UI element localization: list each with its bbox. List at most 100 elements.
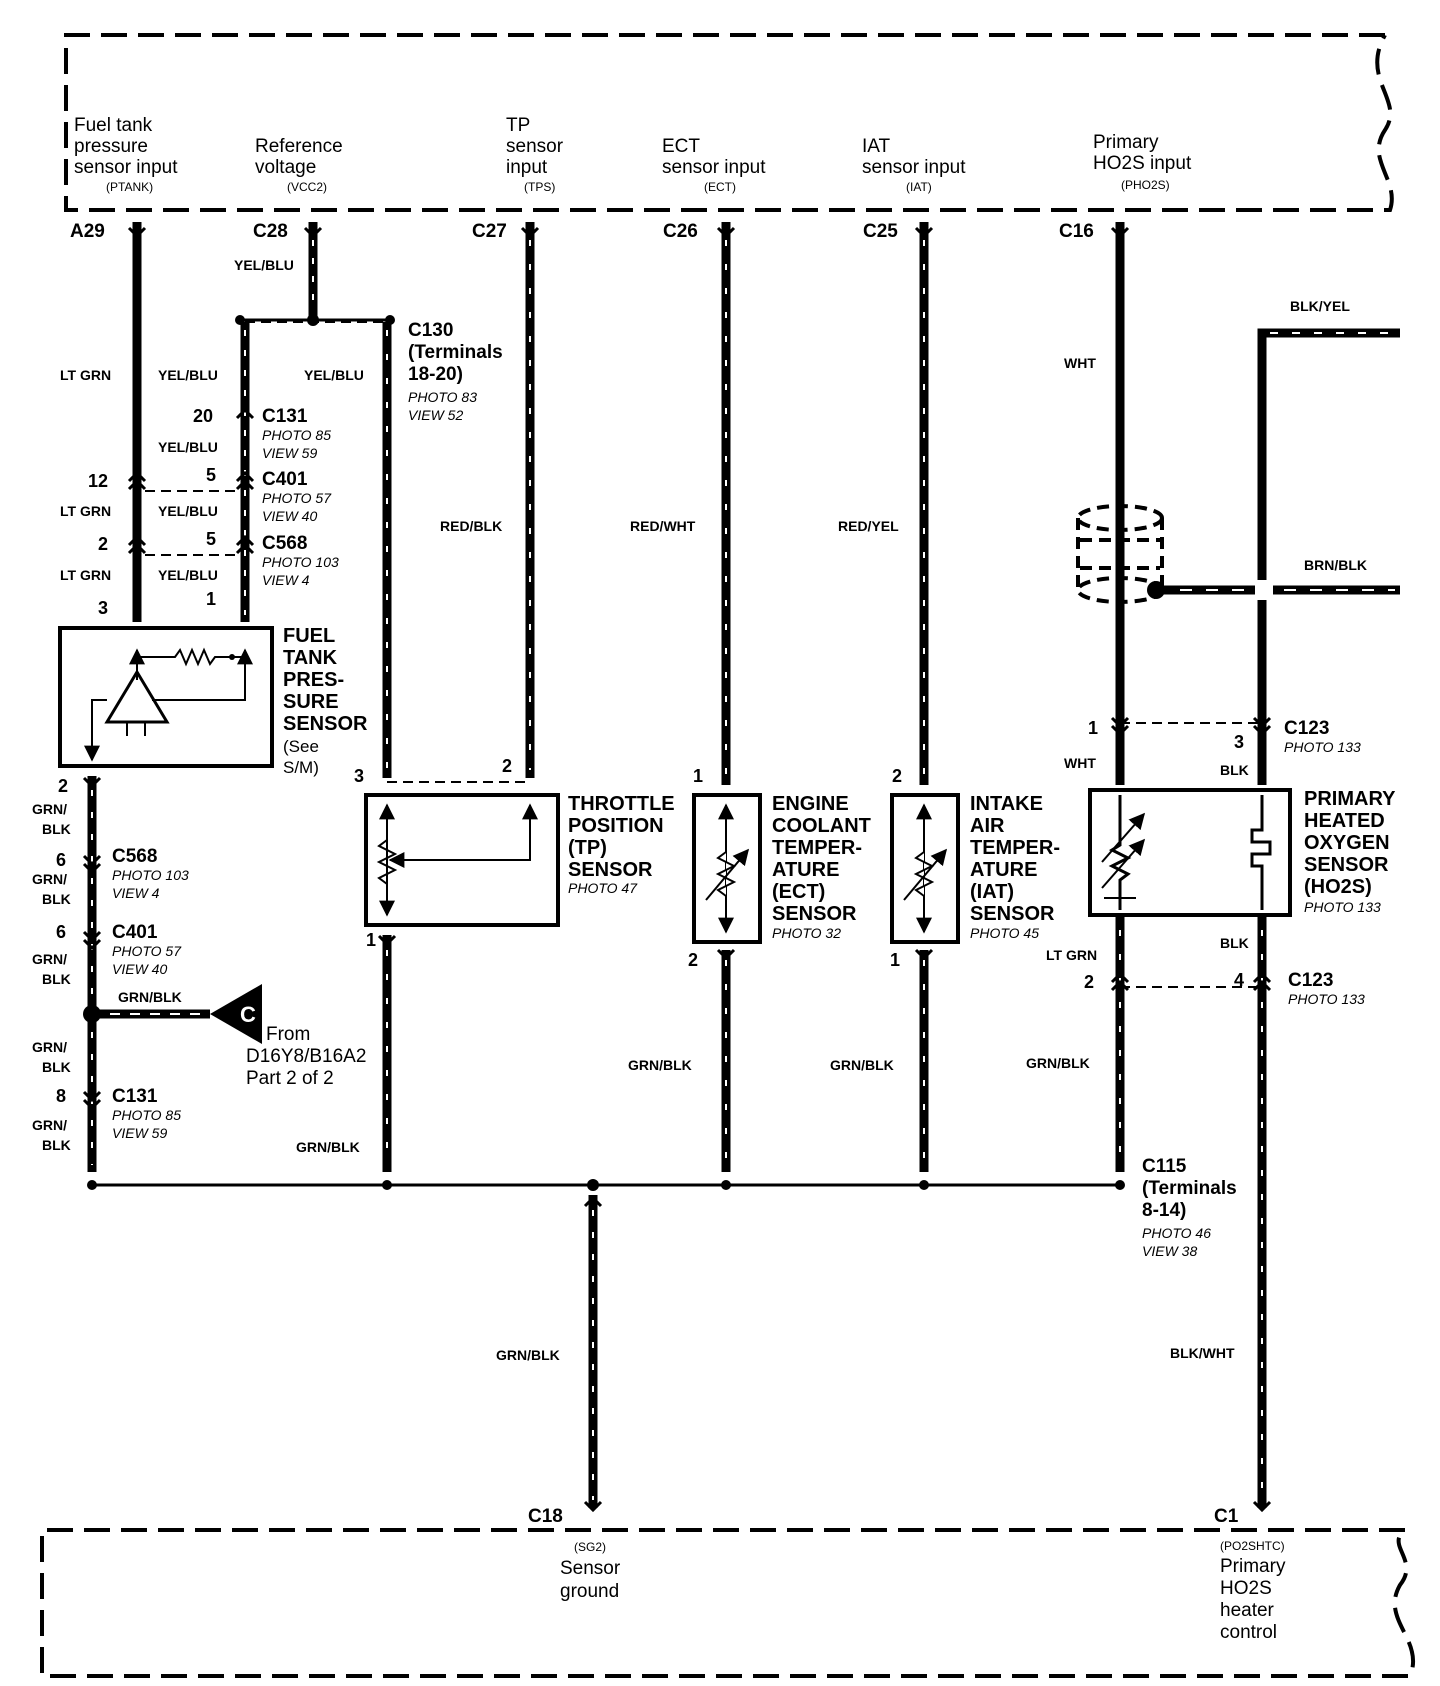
shielded-cable-icon (1076, 504, 1164, 604)
svg-text:TEMPER-: TEMPER- (970, 837, 1060, 859)
amplifier-icon (104, 669, 170, 724)
wire-color-labels: YEL/BLU LT GRN YEL/BLU YEL/BLU YEL/BLU L… (32, 257, 1367, 1363)
svg-text:C115: C115 (1142, 1156, 1187, 1177)
connector-chevrons (82, 226, 1272, 1513)
svg-text:3: 3 (1234, 732, 1244, 752)
pin-numbers: 20 5 5 1 12 2 3 2 6 6 8 3 2 1 1 2 2 1 1 … (56, 406, 1244, 1106)
svg-text:PHOTO 32: PHOTO 32 (772, 925, 841, 941)
svg-text:LT GRN: LT GRN (1046, 947, 1097, 963)
svg-text:PHOTO 85: PHOTO 85 (262, 427, 331, 443)
svg-text:12: 12 (88, 471, 108, 491)
svg-text:From: From (266, 1024, 310, 1045)
svg-text:FUEL: FUEL (283, 625, 335, 647)
splice-dots (83, 314, 1165, 1191)
svg-text:3: 3 (354, 766, 364, 786)
svg-text:(SG2): (SG2) (574, 1540, 606, 1554)
svg-text:PHOTO 57: PHOTO 57 (262, 490, 332, 506)
svg-text:HO2S: HO2S (1220, 1578, 1272, 1599)
svg-text:YEL/BLU: YEL/BLU (304, 367, 364, 383)
svg-text:PHOTO 103: PHOTO 103 (262, 554, 339, 570)
svg-text:POSITION: POSITION (568, 815, 664, 837)
svg-text:PHOTO 133: PHOTO 133 (1284, 739, 1361, 755)
connector-c123-bottom: C123 PHOTO 133 (1288, 970, 1365, 1007)
svg-text:GRN/BLK: GRN/BLK (296, 1139, 360, 1155)
svg-text:C123: C123 (1288, 970, 1333, 991)
svg-text:TP: TP (506, 115, 530, 136)
svg-text:sensor input: sensor input (74, 157, 178, 178)
svg-text:4: 4 (1234, 970, 1244, 990)
svg-text:BLK/WHT: BLK/WHT (1170, 1345, 1235, 1361)
svg-text:BLK/YEL: BLK/YEL (1290, 298, 1350, 314)
svg-text:YEL/BLU: YEL/BLU (158, 439, 218, 455)
connector-c131-top: C131 PHOTO 85 VIEW 59 (262, 406, 331, 461)
svg-text:D16Y8/B16A2: D16Y8/B16A2 (246, 1046, 366, 1067)
svg-text:GRN/: GRN/ (32, 801, 67, 817)
svg-text:(IAT): (IAT) (906, 180, 932, 194)
svg-text:(PO2SHTC): (PO2SHTC) (1220, 1539, 1285, 1553)
svg-text:BLK: BLK (42, 1137, 71, 1153)
svg-text:(Terminals: (Terminals (408, 342, 503, 363)
svg-text:2: 2 (892, 766, 902, 786)
svg-text:3: 3 (98, 598, 108, 618)
svg-text:1: 1 (366, 930, 376, 950)
svg-text:RED/BLK: RED/BLK (440, 518, 502, 534)
svg-text:1: 1 (206, 589, 216, 609)
connector-labels: C130 (Terminals 18-20) PHOTO 83 VIEW 52 … (112, 320, 1365, 1259)
svg-text:LT GRN: LT GRN (60, 567, 111, 583)
svg-text:VIEW 40: VIEW 40 (262, 508, 317, 524)
svg-text:2: 2 (98, 534, 108, 554)
svg-text:VIEW 40: VIEW 40 (112, 961, 167, 977)
svg-text:YEL/BLU: YEL/BLU (234, 257, 294, 273)
primary-ho2s: PRIMARY HEATED OXYGEN SENSOR (HO2S) PHOT… (1088, 788, 1396, 917)
svg-text:INTAKE: INTAKE (970, 793, 1043, 815)
svg-text:(Terminals: (Terminals (1142, 1178, 1237, 1199)
svg-text:THROTTLE: THROTTLE (568, 793, 675, 815)
svg-text:HEATED: HEATED (1304, 810, 1385, 832)
svg-text:YEL/BLU: YEL/BLU (158, 367, 218, 383)
svg-text:WHT: WHT (1064, 355, 1096, 371)
svg-text:GRN/BLK: GRN/BLK (118, 989, 182, 1005)
svg-text:WHT: WHT (1064, 755, 1096, 771)
svg-text:SURE: SURE (283, 691, 339, 713)
ecm-input-ptank: Fuel tank pressure sensor input (PTANK) … (70, 115, 178, 242)
svg-text:(HO2S): (HO2S) (1304, 876, 1372, 898)
svg-text:S/M): S/M) (283, 758, 319, 777)
svg-text:C18: C18 (528, 1506, 563, 1527)
svg-text:BLK: BLK (42, 971, 71, 987)
svg-text:C568: C568 (112, 846, 157, 867)
svg-text:BLK: BLK (1220, 935, 1249, 951)
svg-text:PHOTO 57: PHOTO 57 (112, 943, 182, 959)
svg-text:sensor: sensor (506, 136, 564, 157)
svg-text:C131: C131 (112, 1086, 158, 1107)
svg-text:VIEW 59: VIEW 59 (262, 445, 317, 461)
potentiometer-icon (376, 839, 398, 885)
connector-c130: C130 (Terminals 18-20) PHOTO 83 VIEW 52 (408, 320, 503, 423)
svg-text:PHOTO 103: PHOTO 103 (112, 867, 189, 883)
svg-text:C123: C123 (1284, 718, 1329, 739)
fuel-tank-pressure-sensor: FUEL TANK PRES- SURE SENSOR (See S/M) (58, 625, 368, 777)
svg-text:GRN/: GRN/ (32, 1117, 67, 1133)
ecm-input-vcc2: Reference voltage (VCC2) C28 (253, 136, 343, 242)
svg-text:GRN/BLK: GRN/BLK (1026, 1055, 1090, 1071)
svg-text:C26: C26 (663, 221, 698, 242)
svg-text:AIR: AIR (970, 815, 1005, 837)
resistor-icon (137, 647, 245, 667)
svg-text:1: 1 (1088, 718, 1098, 738)
svg-text:18-20): 18-20) (408, 364, 463, 385)
svg-text:heater: heater (1220, 1600, 1275, 1621)
svg-text:C131: C131 (262, 406, 308, 427)
svg-text:VIEW 38: VIEW 38 (1142, 1243, 1197, 1259)
svg-text:8-14): 8-14) (1142, 1200, 1186, 1221)
svg-text:voltage: voltage (255, 157, 316, 178)
svg-text:ATURE: ATURE (772, 859, 839, 881)
svg-text:1: 1 (890, 950, 900, 970)
svg-text:PHOTO 85: PHOTO 85 (112, 1107, 181, 1123)
connector-c568-bottom: C568 PHOTO 103 VIEW 4 (112, 846, 189, 901)
svg-text:GRN/: GRN/ (32, 871, 67, 887)
svg-text:Fuel tank: Fuel tank (74, 115, 153, 136)
svg-text:1: 1 (693, 766, 703, 786)
svg-text:Sensor: Sensor (560, 1558, 621, 1579)
svg-text:(PTANK): (PTANK) (106, 180, 153, 194)
svg-text:ENGINE: ENGINE (772, 793, 849, 815)
